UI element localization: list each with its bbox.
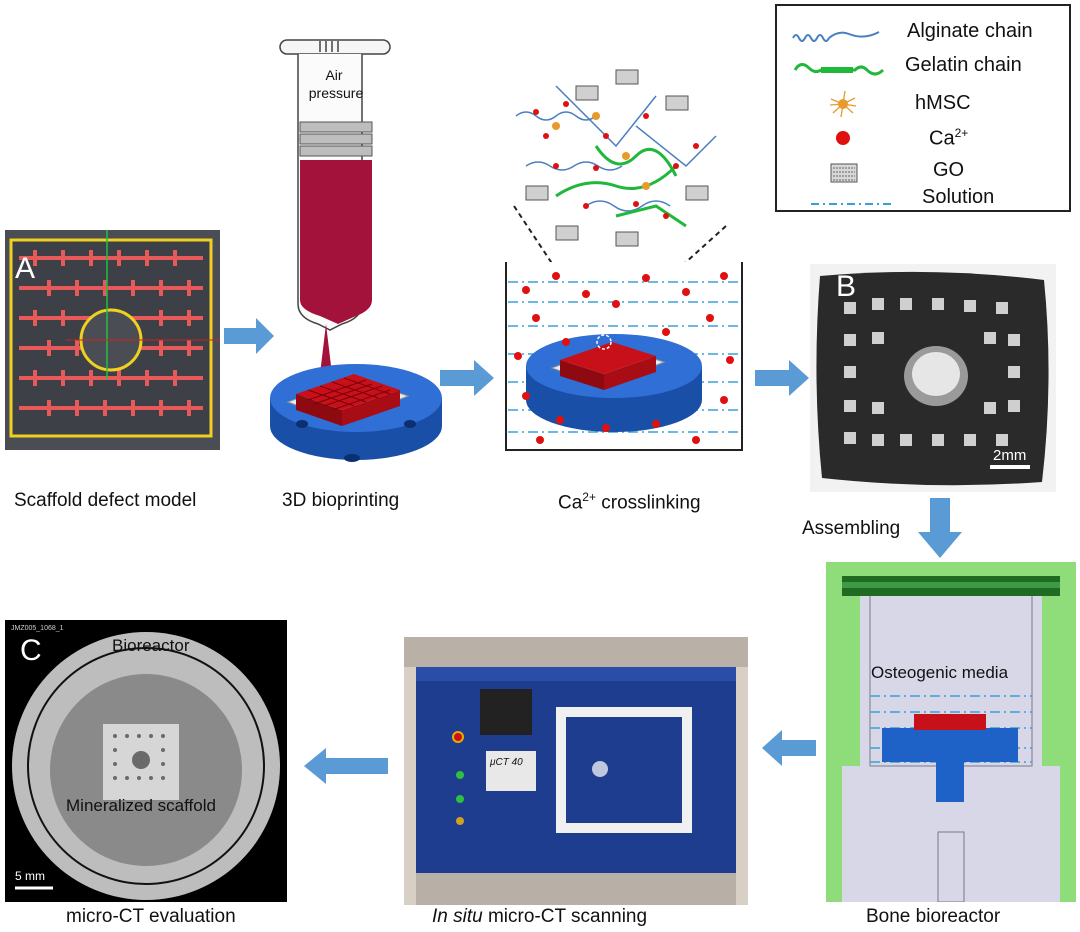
bioreactor-media-label: Osteogenic media bbox=[871, 663, 1009, 682]
arrow-left-icon bbox=[762, 730, 816, 766]
arrow-right-icon bbox=[755, 360, 809, 396]
ct-image-header: JMZ005_1068_1 bbox=[11, 625, 64, 632]
ct-bioreactor-label: Bioreactor bbox=[112, 636, 190, 655]
bioreactor-illustration bbox=[826, 562, 1076, 902]
legend-symbols bbox=[792, 31, 895, 205]
syringe-label-line2: pressure bbox=[309, 85, 364, 101]
legend-box: Alginate chain Gelatin chain hMSC Ca2+ G… bbox=[775, 4, 1071, 212]
panel-letter-b: B bbox=[836, 270, 857, 303]
legend-ca-text: Ca bbox=[929, 127, 955, 150]
go-sheet-icon bbox=[830, 163, 858, 183]
legend-label-hmsc: hMSC bbox=[915, 92, 971, 114]
caption-bone-bioreactor: Bone bioreactor bbox=[866, 906, 1001, 927]
panel-letter-a: A bbox=[15, 252, 36, 285]
caption-crosslinking-rest: crosslinking bbox=[595, 492, 701, 514]
ct-scaffold-label: Mineralized scaffold bbox=[66, 796, 216, 815]
hmsc-icon bbox=[829, 90, 857, 118]
legend-ca-sup: 2+ bbox=[954, 126, 969, 140]
arrow-right-icon bbox=[224, 318, 274, 354]
arrow-left-icon bbox=[304, 748, 388, 784]
scaffold-model-image bbox=[5, 230, 220, 450]
alginate-chain-icon bbox=[792, 31, 880, 42]
caption-crosslinking-sup: 2+ bbox=[582, 490, 596, 504]
ct-machine-label: μCT 40 bbox=[489, 757, 523, 768]
caption-assembling: Assembling bbox=[802, 518, 901, 539]
micro-ct-image: JMZ005_1068_1 bbox=[5, 620, 287, 902]
caption-bioprinting: 3D bioprinting bbox=[282, 490, 400, 511]
ct-scale-bar-label: 5 mm bbox=[15, 869, 45, 883]
arrow-down-icon bbox=[918, 498, 962, 558]
photo-scale-bar-label: 2mm bbox=[993, 447, 1027, 464]
zoomed-network bbox=[515, 85, 717, 228]
micro-ct-machine-photo: μCT 40 bbox=[404, 637, 748, 905]
scaffold-photo bbox=[810, 264, 1056, 492]
legend-label-alginate: Alginate chain bbox=[907, 20, 1033, 42]
syringe-label-line1: Air bbox=[325, 67, 342, 83]
crosslinking-illustration bbox=[505, 69, 743, 451]
panel-letter-c: C bbox=[20, 634, 42, 667]
legend-label-solution: Solution bbox=[922, 186, 995, 208]
bioprinting-illustration: Air pressure bbox=[270, 39, 442, 462]
legend-label-gelatin: Gelatin chain bbox=[905, 54, 1022, 76]
caption-crosslinking-ca: Ca bbox=[558, 492, 583, 514]
caption-in-situ-italic: In situ bbox=[432, 906, 483, 927]
caption-scaffold-model: Scaffold defect model bbox=[14, 490, 197, 511]
caption-crosslinking: Ca2+ crosslinking bbox=[558, 490, 701, 514]
ca-ion-icon bbox=[836, 131, 850, 145]
caption-in-situ: In situ micro-CT scanning bbox=[432, 906, 647, 928]
caption-in-situ-rest: micro-CT scanning bbox=[482, 906, 648, 927]
legend-label-go: GO bbox=[933, 159, 965, 181]
caption-micro-ct-evaluation: micro-CT evaluation bbox=[66, 906, 236, 927]
arrow-right-icon bbox=[440, 360, 494, 396]
legend-label-ca: Ca2+ bbox=[929, 126, 968, 151]
